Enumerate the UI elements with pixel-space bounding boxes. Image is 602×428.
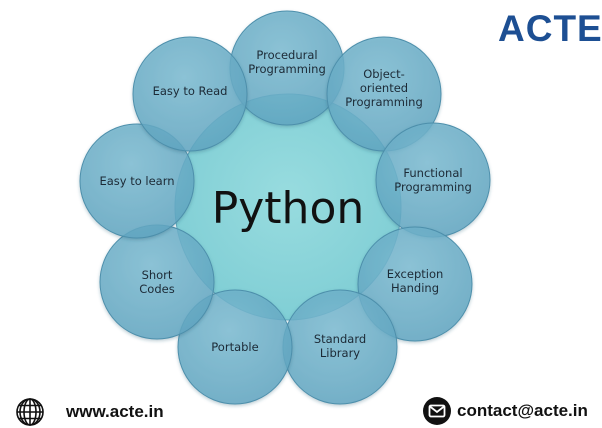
website-link[interactable]: www.acte.in — [14, 396, 164, 428]
acte-logo: ACTE — [498, 8, 602, 49]
feature-label-exception: Exception — [387, 267, 444, 281]
feature-label-functional: Functional — [403, 166, 462, 180]
feature-label-standard-library: Library — [320, 346, 360, 360]
feature-label-procedural: Procedural — [256, 48, 317, 62]
feature-label-procedural: Programming — [248, 62, 326, 76]
feature-label-easy-to-learn: Easy to learn — [99, 174, 174, 188]
website-url[interactable]: www.acte.in — [66, 402, 164, 421]
feature-circle-portable — [177, 289, 293, 405]
feature-label-exception: Handing — [391, 281, 439, 295]
feature-label-easy-to-read: Easy to Read — [153, 84, 228, 98]
feature-label-object-oriented: Programming — [345, 95, 423, 109]
feature-label-short-codes: Short — [142, 268, 173, 282]
feature-label-standard-library: Standard — [314, 332, 366, 346]
feature-label-portable: Portable — [211, 340, 258, 354]
feature-circle-exception — [357, 226, 473, 342]
feature-label-short-codes: Codes — [139, 282, 174, 296]
globe-icon — [16, 398, 44, 426]
email-address[interactable]: contact@acte.in — [457, 401, 588, 420]
feature-circle-easy-to-read — [132, 36, 248, 152]
feature-label-object-oriented: oriented — [360, 81, 408, 95]
envelope-icon — [423, 397, 451, 425]
email-link[interactable]: contact@acte.in — [422, 396, 588, 426]
feature-label-functional: Programming — [394, 180, 472, 194]
feature-circle-easy-to-learn — [79, 123, 195, 239]
center-label: Python — [212, 183, 365, 234]
feature-label-object-oriented: Object- — [363, 67, 405, 81]
